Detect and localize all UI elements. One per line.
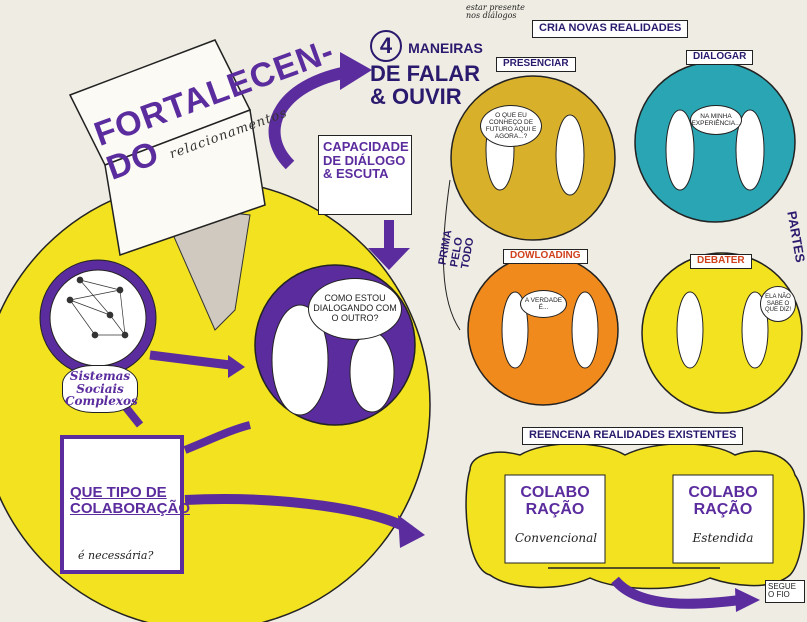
que-tipo-label: QUE TIPO DE COLABORAÇÃO [70,485,175,517]
debater-speech: ELA NÃO SABE O QUE DIZ! [760,286,796,322]
four-number: 4 [370,30,402,62]
arrow-long-head [398,515,425,548]
reencena-label: REENCENA REALIDADES EXISTENTES [522,427,743,445]
presenciar-label: PRESENCIAR [496,57,576,72]
dialogar-circle [635,62,795,222]
four-ways-heading: 4 MANEIRAS DE FALAR & OUVIR [370,30,483,108]
e-ouvir-text: & OUVIR [370,84,462,109]
capacidade-box: CAPACIDADE DE DIÁLOGO & ESCUTA [318,135,412,215]
downloading-label: DOWLOADING [503,249,588,264]
sistemas-label: Sistemas Sociais Complexos [62,365,138,413]
debater-circle [642,253,802,413]
presenciar-speech: O QUE EU CONHEÇO DE FUTURO AQUI E AGORA.… [480,105,542,147]
thought-bubble: COMO ESTOU DIALOGANDO COM O OUTRO? [308,278,402,340]
prima-pelo-todo: PRIMA PELO TODO [437,225,478,270]
segue-o-fio: SEGUE O FIO [765,580,805,603]
estar-presente-note: estar presente nos diálogos [466,4,528,21]
debater-label: DEBATER [690,254,752,269]
arrow-segue-head [735,588,760,612]
colab1-title: COLABO RAÇÃO [515,485,595,519]
colab2-title: COLABO RAÇÃO [683,485,763,519]
arrow-down-shaft [384,220,394,250]
dialogar-speech: NA MINHA EXPERIÊNCIA... [690,105,742,135]
dialogar-label: DIALOGAR [686,50,753,65]
necessaria-label: é necessária? [78,550,153,562]
colab2-sub: Estendida [680,532,766,545]
downloading-speech: A VERDADE É... [520,290,567,318]
cria-novas-label: CRIA NOVAS REALIDADES [532,20,688,38]
maneiras-text: MANEIRAS [408,40,483,56]
colab1-sub: Convencional [513,532,599,545]
person-right [350,332,394,412]
de-falar-text: DE FALAR [370,61,480,86]
